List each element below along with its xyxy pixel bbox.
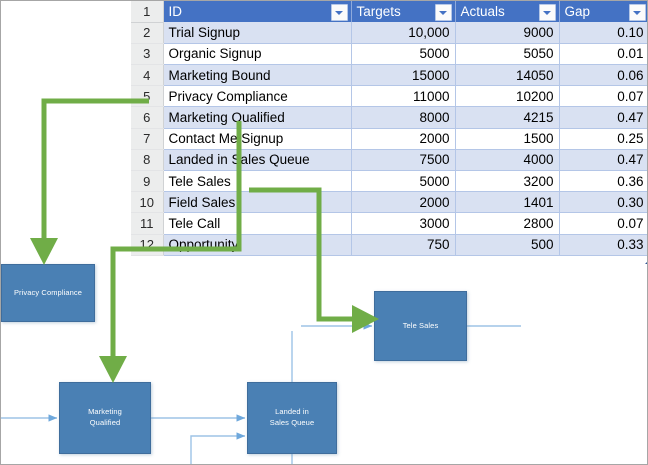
column-header-targets-label: Targets [356, 4, 401, 20]
cell-gap[interactable]: 0.25 [559, 128, 647, 150]
table-header-row: 1 ID Targets Actuals Gap [131, 1, 647, 23]
cell-targets[interactable]: 2000 [351, 191, 456, 214]
connector-lower-into-lsq [190, 432, 246, 464]
column-header-id[interactable]: ID [162, 1, 352, 23]
cell-id[interactable]: Tele Sales [162, 170, 352, 193]
row-number[interactable]: 2 [131, 22, 164, 44]
cell-actuals[interactable]: 500 [455, 234, 560, 256]
column-header-id-label: ID [168, 4, 183, 20]
cell-id[interactable]: Marketing Bound [162, 64, 352, 87]
filter-dropdown-gap-icon[interactable] [628, 4, 646, 21]
table-resize-handle[interactable] [645, 259, 647, 264]
cell-id[interactable]: Landed in Sales Queue [162, 149, 352, 172]
row-number[interactable]: 10 [131, 191, 164, 214]
cell-gap[interactable]: 0.10 [559, 22, 647, 44]
cell-gap[interactable]: 0.47 [559, 106, 647, 129]
row-number[interactable]: 5 [131, 85, 164, 108]
cell-actuals[interactable]: 4215 [455, 106, 560, 129]
cell-actuals[interactable]: 1401 [455, 191, 560, 214]
cell-id[interactable]: Contact Me Signup [162, 128, 352, 150]
cell-id[interactable]: Opportunity [162, 234, 352, 256]
row-number[interactable]: 9 [131, 170, 164, 193]
cell-gap[interactable]: 0.30 [559, 191, 647, 214]
shape-marketing-qualified[interactable]: Marketing Qualified [59, 382, 151, 454]
cell-targets[interactable]: 15000 [351, 64, 456, 87]
shape-landed-in-sales-queue-line-2: Sales Queue [269, 418, 315, 427]
cell-gap[interactable]: 0.01 [559, 43, 647, 66]
cell-gap[interactable]: 0.36 [559, 170, 647, 193]
filter-dropdown-id-icon[interactable] [330, 4, 348, 21]
shape-privacy-compliance-label: Privacy Compliance [13, 287, 83, 297]
column-header-gap[interactable]: Gap [559, 1, 647, 23]
cell-targets[interactable]: 5000 [351, 43, 456, 66]
cell-actuals[interactable]: 4000 [455, 149, 560, 172]
cell-actuals[interactable]: 5050 [455, 43, 560, 66]
cell-targets[interactable]: 11000 [351, 85, 456, 108]
column-header-actuals[interactable]: Actuals [455, 1, 560, 23]
shape-tele-sales-label: Tele Sales [402, 320, 439, 330]
cell-id[interactable]: Marketing Qualified [162, 106, 352, 129]
cell-id[interactable]: Field Sales [162, 191, 352, 214]
cell-targets[interactable]: 2000 [351, 128, 456, 150]
shape-privacy-compliance[interactable]: Privacy Compliance [1, 264, 95, 322]
cell-targets[interactable]: 8000 [351, 106, 456, 129]
cell-gap[interactable]: 0.07 [559, 212, 647, 235]
cell-id[interactable]: Tele Call [162, 212, 352, 235]
row-number[interactable]: 3 [131, 43, 164, 66]
cell-id[interactable]: Organic Signup [162, 43, 352, 66]
cell-targets[interactable]: 10,000 [351, 22, 456, 44]
cell-id[interactable]: Trial Signup [162, 22, 352, 44]
cell-gap[interactable]: 0.47 [559, 149, 647, 172]
cell-targets[interactable]: 3000 [351, 212, 456, 235]
row-number[interactable]: 4 [131, 64, 164, 87]
shape-tele-sales[interactable]: Tele Sales [374, 291, 467, 361]
cell-actuals[interactable]: 1500 [455, 128, 560, 150]
column-header-gap-label: Gap [564, 4, 591, 20]
cell-actuals[interactable]: 9000 [455, 22, 560, 44]
row-number[interactable]: 6 [131, 106, 164, 129]
row-number[interactable]: 7 [131, 128, 164, 150]
cell-gap[interactable]: 0.07 [559, 85, 647, 108]
cell-id[interactable]: Privacy Compliance [162, 85, 352, 108]
cell-actuals[interactable]: 14050 [455, 64, 560, 87]
cell-actuals[interactable]: 10200 [455, 85, 560, 108]
filter-dropdown-targets-icon[interactable] [434, 4, 452, 21]
cell-targets[interactable]: 7500 [351, 149, 456, 172]
cell-gap[interactable]: 0.06 [559, 64, 647, 87]
shape-marketing-qualified-line-1: Marketing [88, 407, 122, 417]
shape-landed-in-sales-queue-line-1: Landed in [275, 407, 309, 417]
row-number-header: 1 [131, 1, 164, 23]
column-header-targets[interactable]: Targets [351, 1, 456, 23]
cell-targets[interactable]: 750 [351, 234, 456, 256]
shape-landed-in-sales-queue[interactable]: Landed in Sales Queue [247, 382, 337, 454]
cell-targets[interactable]: 5000 [351, 170, 456, 193]
cell-gap[interactable]: 0.33 [559, 234, 647, 256]
row-number[interactable]: 12 [131, 234, 164, 256]
row-number[interactable]: 8 [131, 149, 164, 172]
cell-actuals[interactable]: 3200 [455, 170, 560, 193]
filter-dropdown-actuals-icon[interactable] [538, 4, 556, 21]
shape-marketing-qualified-line-2: Qualified [89, 418, 121, 427]
row-number[interactable]: 11 [131, 212, 164, 235]
cell-actuals[interactable]: 2800 [455, 212, 560, 235]
column-header-actuals-label: Actuals [460, 4, 505, 20]
table-header: 1 ID Targets Actuals Gap [131, 1, 647, 23]
